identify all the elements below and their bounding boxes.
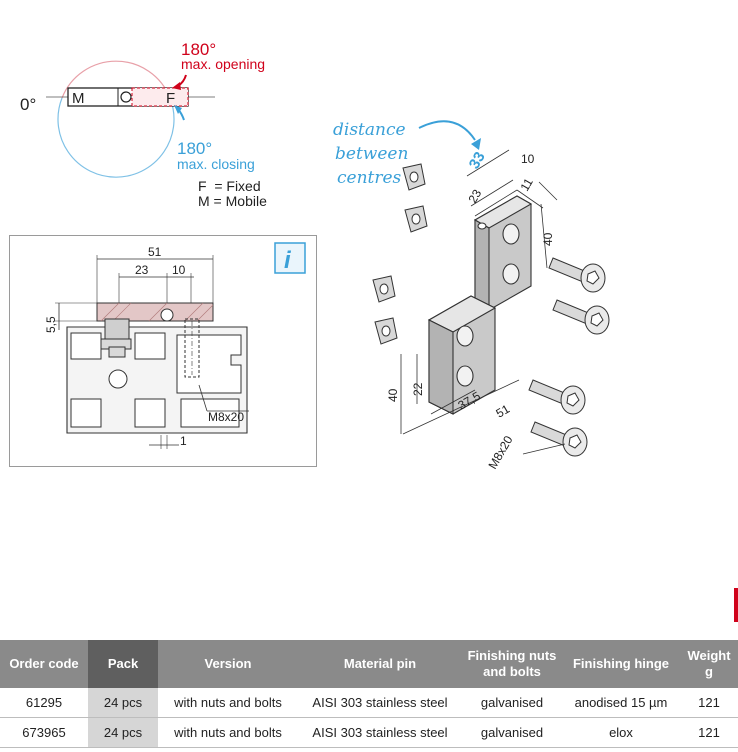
cell-material-pin: AISI 303 stainless steel xyxy=(298,688,462,718)
cell-finishing-nuts: galvanised xyxy=(462,717,562,748)
dim-40-top: 40 xyxy=(541,232,555,246)
closing-angle: 180° xyxy=(177,139,212,158)
cell-version: with nuts and bolts xyxy=(158,688,298,718)
f-label: F xyxy=(166,90,175,107)
profile-drawing: i 51 23 10 5,5 M8x20 1 xyxy=(9,235,317,467)
dim-23-hinge: 23 xyxy=(465,187,484,206)
cell-finishing-hinge: elox xyxy=(562,717,680,748)
m-label: M xyxy=(72,90,85,107)
dim-5-5: 5,5 xyxy=(44,316,58,333)
closing-text: max. closing xyxy=(177,156,255,172)
hinge-drawing: distance between centres 33 10 23 11 40 xyxy=(333,120,610,472)
dim-51: 51 xyxy=(148,245,162,259)
opening-text: max. opening xyxy=(181,56,265,72)
info-icon[interactable]: i xyxy=(274,242,306,274)
cell-weight: 121 xyxy=(680,717,738,748)
header-material-pin[interactable]: Material pin xyxy=(298,640,462,688)
zero-degree-label: 0° xyxy=(20,95,36,114)
header-finishing-hinge[interactable]: Finishing hinge xyxy=(562,640,680,688)
opening-arc xyxy=(61,60,171,99)
cell-version: with nuts and bolts xyxy=(158,717,298,748)
dim-23: 23 xyxy=(135,263,149,277)
table-header-row: Order code Pack Version Material pin Fin… xyxy=(0,640,738,688)
header-version[interactable]: Version xyxy=(158,640,298,688)
cell-material-pin: AISI 303 stainless steel xyxy=(298,717,462,748)
header-order-code[interactable]: Order code xyxy=(0,640,88,688)
screw-label-hinge: M8x20 xyxy=(485,433,515,471)
product-table: Order code Pack Version Material pin Fin… xyxy=(0,640,738,748)
red-edge-marker xyxy=(734,588,738,622)
dim-40-bottom: 40 xyxy=(386,388,400,402)
dim-10-hinge: 10 xyxy=(521,152,535,166)
dim-33: 33 xyxy=(466,149,489,172)
closing-arc xyxy=(57,97,175,178)
header-weight[interactable]: Weight g xyxy=(680,640,738,688)
screw-label-profile: M8x20 xyxy=(208,410,244,424)
cell-finishing-nuts: galvanised xyxy=(462,688,562,718)
header-finishing-nuts[interactable]: Finishing nuts and bolts xyxy=(462,640,562,688)
dim-1: 1 xyxy=(180,434,187,448)
legend-fixed: F = Fixed xyxy=(198,178,261,194)
note-between: between xyxy=(335,144,408,164)
cell-pack: 24 pcs xyxy=(88,717,158,748)
table-row: 61295 24 pcs with nuts and bolts AISI 30… xyxy=(0,688,738,718)
svg-text:i: i xyxy=(284,247,292,274)
note-distance: distance xyxy=(333,120,406,140)
note-centres: centres xyxy=(337,168,402,188)
dim-10: 10 xyxy=(172,263,186,277)
cell-weight: 121 xyxy=(680,688,738,718)
header-pack[interactable]: Pack xyxy=(88,640,158,688)
cell-pack: 24 pcs xyxy=(88,688,158,718)
fixed-bar xyxy=(131,87,189,107)
cell-order-code: 673965 xyxy=(0,717,88,748)
legend-mobile: M = Mobile xyxy=(198,193,267,209)
opening-diagram: 0° M F 180° max. opening 180° max. closi… xyxy=(20,40,267,209)
cell-order-code: 61295 xyxy=(0,688,88,718)
table-row: 673965 24 pcs with nuts and bolts AISI 3… xyxy=(0,717,738,748)
opening-angle: 180° xyxy=(181,40,216,59)
dim-22: 22 xyxy=(411,382,425,396)
dim-11: 11 xyxy=(517,175,536,193)
cell-finishing-hinge: anodised 15 µm xyxy=(562,688,680,718)
dim-51-hinge: 51 xyxy=(494,402,513,421)
